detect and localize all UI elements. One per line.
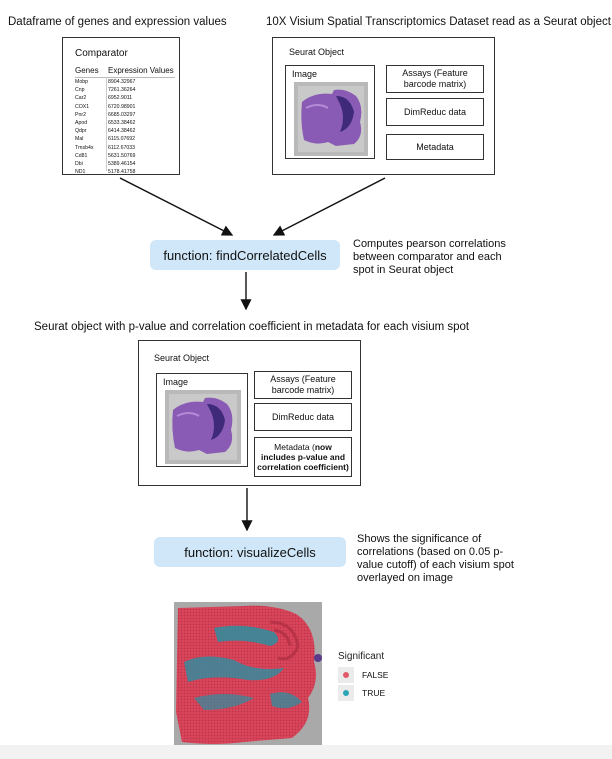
gene-cell: Mobp xyxy=(75,79,88,85)
expression-value-cell: 5631.50769 xyxy=(108,152,136,159)
image-label: Image xyxy=(292,69,318,79)
comparator-box: Comparator Genes Expression Values Mobp 8… xyxy=(62,37,180,175)
image-label-result: Image xyxy=(163,377,189,387)
table-divider xyxy=(106,77,107,171)
legend-item-true: TRUE xyxy=(338,685,398,701)
seurat-object-result-title: Seurat Object xyxy=(154,353,210,363)
expression-value-cell: 6112.67033 xyxy=(108,144,136,151)
legend-label-true: TRUE xyxy=(362,688,386,698)
expression-value-cell: 6720.98901 xyxy=(108,103,136,110)
seurat-object-title: Seurat Object xyxy=(289,47,345,57)
table-row: Cd81 5631.50769 xyxy=(75,152,175,160)
expression-value-cell: 5178.41758 xyxy=(108,169,136,176)
tissue-image-result xyxy=(165,390,241,464)
legend-label-false: FALSE xyxy=(362,670,389,680)
dimreduc-box-result: DimReduc data xyxy=(254,403,352,431)
gene-cell: ND1 xyxy=(75,169,86,176)
comparator-title: Comparator xyxy=(75,48,128,59)
gene-cell: Tmsb4x xyxy=(75,144,94,151)
expression-value-cell: 6533.38462 xyxy=(108,120,136,127)
legend-dot-false xyxy=(343,672,349,678)
dimreduc-box: DimReduc data xyxy=(386,98,484,126)
table-row: ND1 5178.41758 xyxy=(75,168,175,176)
expression-value-cell: 6952.9011 xyxy=(108,95,133,102)
expression-value-cell: 8904.32967 xyxy=(108,79,136,85)
assays-box-result: Assays (Feature barcode matrix) xyxy=(254,371,352,399)
image-box-result: Image xyxy=(156,373,248,467)
assays-box: Assays (Feature barcode matrix) xyxy=(386,65,484,93)
table-row: Mal 6115.07692 xyxy=(75,135,175,143)
function-visualize-cells-description: Shows the significance of correlations (… xyxy=(357,533,514,584)
metadata-label: Metadata ( xyxy=(274,442,315,452)
gene-cell: Cd81 xyxy=(75,152,88,159)
gene-cell: Mal xyxy=(75,136,84,143)
expression-value-cell: 6115.07692 xyxy=(108,136,136,143)
gene-cell: Dbi xyxy=(75,161,83,168)
metadata-box-result: Metadata (now includes p-value and corre… xyxy=(254,437,352,477)
seurat-object-result-box: Seurat Object Image Assays (Feature barc… xyxy=(138,340,361,486)
legend: Significant FALSE TRUE xyxy=(338,651,388,701)
table-row: Car2 6952.9011 xyxy=(75,94,175,102)
function-visualize-cells: function: visualizeCells xyxy=(154,537,346,567)
metadata-new-fields: now includes p-value and correlation coe… xyxy=(257,442,349,472)
expression-column-header: Expression Values xyxy=(108,66,174,75)
image-box: Image xyxy=(285,65,375,159)
function-find-correlated-cells: function: findCorrelatedCells xyxy=(150,240,340,270)
expression-value-cell: 5389.46154 xyxy=(108,161,136,168)
table-row: Mobp 8904.32967 xyxy=(75,78,175,86)
tissue-true-band-4 xyxy=(270,692,302,709)
gene-cell: Pnr2 xyxy=(75,111,86,118)
table-row: Qdpr 6414.38462 xyxy=(75,127,175,135)
gene-cell: Cnp xyxy=(75,87,85,94)
metadata-box: Metadata xyxy=(386,134,484,160)
seurat-object-box: Seurat Object Image Assays (Feature barc… xyxy=(272,37,495,175)
tissue-image xyxy=(294,82,368,156)
arrow-seurat-to-function xyxy=(272,177,386,236)
expression-value-cell: 6414.38462 xyxy=(108,128,136,135)
table-row: Dbi 5389.46154 xyxy=(75,160,175,168)
gene-cell: Car2 xyxy=(75,95,87,102)
gene-cell: COX1 xyxy=(75,103,90,110)
tissue-true-band-2 xyxy=(184,656,284,682)
genes-column-header: Genes xyxy=(75,66,99,75)
table-row: Pnr2 6685.03297 xyxy=(75,111,175,119)
visium-heading: 10X Visium Spatial Transcriptomics Datas… xyxy=(266,16,611,28)
arrow-comparator-to-function xyxy=(119,177,234,236)
seurat-result-heading: Seurat object with p-value and correlati… xyxy=(34,321,470,333)
gene-cell: Apod xyxy=(75,120,88,127)
bottom-strip xyxy=(0,745,612,759)
table-row: Cnp 7261.36264 xyxy=(75,86,175,94)
tissue-true-band-3 xyxy=(194,694,254,710)
gene-cell: Qdpr xyxy=(75,128,87,135)
table-row: Tmsb4x 6112.67033 xyxy=(75,144,175,152)
right-edge-spot xyxy=(314,654,322,662)
expression-value-cell: 7261.36264 xyxy=(108,87,136,94)
cerebellum-folds xyxy=(269,620,300,661)
legend-item-false: FALSE xyxy=(338,667,398,683)
expression-value-cell: 6685.03297 xyxy=(108,111,136,118)
legend-title: Significant xyxy=(338,651,385,662)
spatial-significance-plot xyxy=(174,602,322,747)
function-find-correlated-cells-description: Computes pearson correlations between co… xyxy=(353,238,506,276)
tissue-true-band-1 xyxy=(214,625,279,646)
table-row: COX1 6720.98901 xyxy=(75,103,175,111)
table-row: Apod 6533.38462 xyxy=(75,119,175,127)
legend-dot-true xyxy=(343,690,349,696)
dataframe-heading: Dataframe of genes and expression values xyxy=(8,16,227,28)
